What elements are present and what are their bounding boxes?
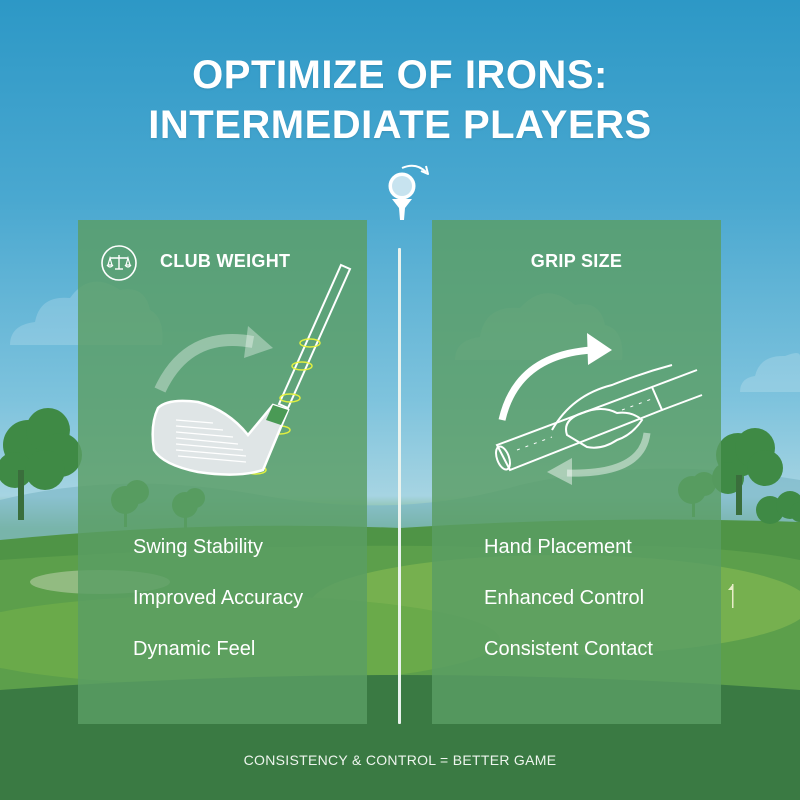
iron-club-with-swing-arrow-icon — [151, 263, 352, 476]
golf-ball-tee-icon — [388, 164, 429, 220]
panel-header: CLUB WEIGHT — [160, 251, 291, 271]
title-line-1: OPTIMIZE OF IRONS: — [192, 53, 608, 97]
footer-tagline: CONSISTENCY & CONTROL = BETTER GAME — [243, 752, 557, 768]
feature-item: Consistent Contact — [484, 638, 653, 660]
feature-item: Enhanced Control — [484, 587, 645, 609]
hand-gripping-club-with-rotate-arrows-icon — [495, 333, 703, 485]
feature-item: Swing Stability — [133, 536, 264, 558]
feature-item: Improved Accuracy — [133, 587, 304, 609]
panel-header: GRIP SIZE — [530, 251, 623, 271]
feature-item: Dynamic Feel — [133, 638, 256, 660]
page-title: OPTIMIZE OF IRONS: INTERMEDIATE PLAYERS — [0, 50, 800, 150]
center-divider — [398, 248, 401, 724]
title-line-2: INTERMEDIATE PLAYERS — [148, 103, 652, 147]
panel-club-weight: CLUB WEIGHT Swing Stability Impr — [78, 220, 367, 724]
feature-item: Hand Placement — [484, 536, 632, 558]
balance-scale-icon — [101, 245, 137, 281]
panel-grip-size: GRIP SIZE Hand Placement Enhanced Contro… — [432, 220, 721, 724]
